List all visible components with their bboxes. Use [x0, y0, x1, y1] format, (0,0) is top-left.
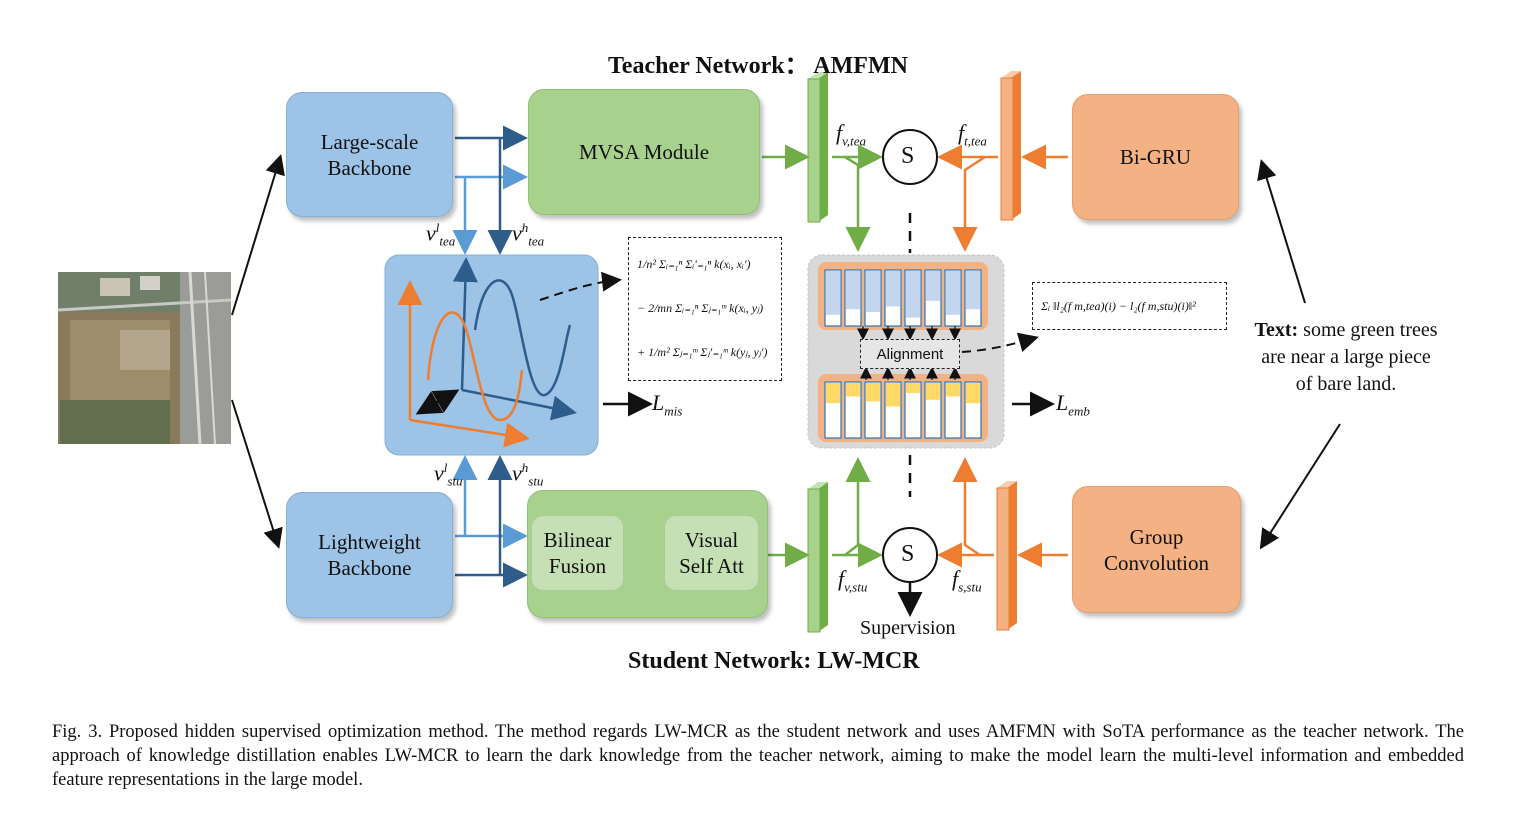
lightweight-backbone-box: Lightweight Backbone: [286, 492, 453, 618]
s-label-student: S: [901, 541, 915, 567]
feature-bar-v-stu: [807, 482, 828, 633]
student-feature-cells: [824, 381, 982, 439]
teacher-cell-fill: [846, 271, 860, 310]
v-l-stu-label: vlstu: [434, 460, 463, 489]
figure-caption: Fig. 3. Proposed hidden supervised optim…: [52, 722, 1464, 790]
similarity-node-student: [882, 527, 938, 583]
teacher-cell-fill: [826, 271, 840, 315]
mmd-formula: 1/n² Σᵢ₌₁ⁿ Σᵢ'₌₁ⁿ k(xᵢ, xᵢ') − 2/mn Σᵢ₌₁…: [628, 237, 782, 381]
feature-bar-v-tea: [807, 72, 828, 223]
text-query-label: Text:: [1254, 319, 1299, 341]
mvsa-module-box: MVSA Module: [528, 89, 760, 215]
text-query-content: some green trees are near a large piece …: [1261, 319, 1438, 395]
distribution-chart: [397, 257, 577, 448]
teacher-cell-fill: [906, 271, 920, 318]
l-mis-label: Lmis: [652, 390, 683, 419]
student-cell-fill: [866, 383, 880, 402]
group-convolution-box: Group Convolution: [1072, 486, 1241, 613]
mmd-formula-line-3: + 1/m² Σⱼ₌₁ᵐ Σⱼ'₌₁ᵐ k(yⱼ, yⱼ'): [637, 345, 768, 359]
mmd-formula-line-1: 1/n² Σᵢ₌₁ⁿ Σᵢ'₌₁ⁿ k(xᵢ, xᵢ'): [637, 257, 751, 271]
s-label-teacher: S: [901, 143, 915, 169]
embedding-formula: Σᵢ ‖l₂(f m,tea)(i) − l₂(f m,stu)(i)‖²: [1032, 282, 1227, 330]
student-cell-fill: [886, 383, 900, 407]
teacher-network-title: Teacher Network： AMFMN: [608, 53, 908, 79]
student-network-title: Student Network: LW-MCR: [628, 648, 920, 674]
l-emb-label: Lemb: [1056, 390, 1090, 419]
supervision-label: Supervision: [860, 617, 956, 639]
teacher-cell-fill: [966, 271, 980, 310]
teacher-cell-fill: [886, 271, 900, 307]
f-v-stu-label: fv,stu: [838, 566, 868, 595]
student-cell-fill: [826, 383, 840, 404]
feature-bar-s-stu: [996, 481, 1017, 631]
f-s-stu-label: fs,stu: [952, 566, 982, 595]
large-scale-backbone-box: Large-scale Backbone: [286, 92, 453, 217]
v-h-stu-label: vhstu: [512, 460, 544, 489]
v-l-tea-label: vltea: [426, 220, 456, 249]
text-query: Text: some green trees are near a large …: [1236, 317, 1456, 398]
teacher-cell-fill: [866, 271, 880, 312]
teacher-cell-fill: [946, 271, 960, 315]
f-t-tea-label: ft,tea: [958, 120, 987, 149]
student-cell-fill: [966, 383, 980, 404]
student-feature-cell: [904, 381, 922, 439]
teacher-feature-strip: [818, 262, 988, 330]
alignment-label: Alignment: [860, 339, 960, 369]
f-v-tea-label: fv,tea: [836, 120, 867, 149]
student-cell-fill: [946, 383, 960, 397]
student-cell-fill: [926, 383, 940, 400]
teacher-feature-cells: [824, 269, 982, 327]
visual-self-att-box: Visual Self Att: [664, 515, 759, 591]
teacher-cell-fill: [926, 271, 940, 301]
bi-gru-box: Bi-GRU: [1072, 94, 1239, 220]
feature-bar-t-tea: [1000, 71, 1021, 221]
alignment-arrows: [857, 326, 961, 380]
similarity-node-teacher: [882, 129, 938, 185]
bilinear-fusion-box: Bilinear Fusion: [531, 515, 624, 591]
student-feature-strip: [818, 374, 988, 442]
student-cell-fill: [846, 383, 860, 397]
mmd-formula-line-2: − 2/mn Σᵢ₌₁ⁿ Σⱼ₌₁ᵐ k(xᵢ, yⱼ): [637, 301, 764, 315]
v-h-tea-label: vhtea: [512, 220, 545, 249]
student-cell-fill: [906, 383, 920, 394]
remote-sensing-image: [57, 271, 232, 445]
